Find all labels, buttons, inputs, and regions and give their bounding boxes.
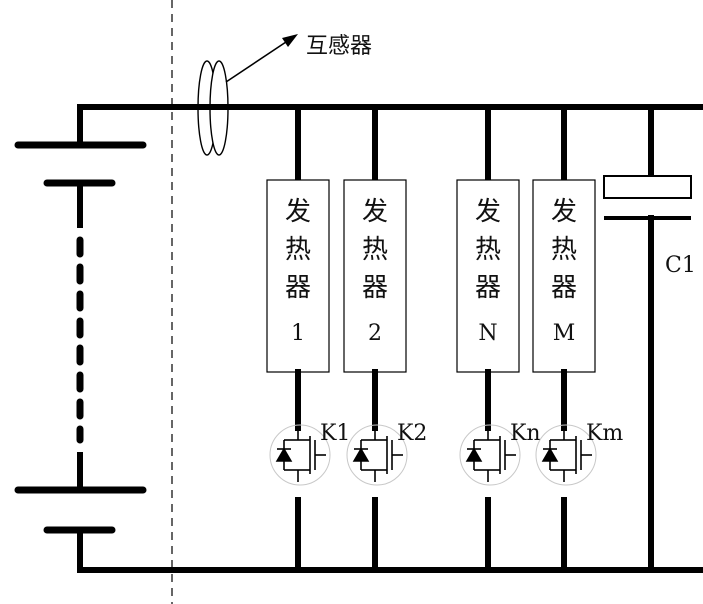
capacitor-c1: C1 — [603, 104, 696, 573]
heater-number: 2 — [368, 321, 382, 346]
heater-box — [456, 179, 520, 373]
switch-label: Km — [586, 421, 623, 446]
body-diode — [541, 447, 559, 462]
heater-label-char: 热 — [285, 235, 311, 265]
heater-label-char: 发 — [551, 197, 577, 227]
body-diode — [465, 447, 483, 462]
heater-label-char: 发 — [475, 197, 501, 227]
mosfet-switch — [346, 424, 408, 486]
mosfet-outline — [346, 424, 408, 486]
mosfet-outline — [459, 424, 521, 486]
heater-box — [343, 179, 407, 373]
heater-label-char: 热 — [551, 235, 577, 265]
heater-branch-2: 发热器 2K2 — [343, 104, 427, 573]
heater-number: M — [553, 321, 576, 346]
heater-number: N — [478, 321, 497, 346]
body-diode — [275, 447, 293, 462]
ct-pointer-arrow — [225, 37, 293, 83]
heater-label-char: 热 — [475, 235, 501, 265]
mosfet-switch — [459, 424, 521, 486]
mosfet-outline — [269, 424, 331, 486]
capacitor-plate-top — [603, 175, 692, 199]
heater-box — [532, 179, 596, 373]
mosfet-switch — [535, 424, 597, 486]
mosfet-outline — [535, 424, 597, 486]
body-diode — [352, 447, 370, 462]
heater-label-char: 器 — [551, 273, 577, 303]
heater-label-char: 器 — [362, 273, 388, 303]
heater-box — [266, 179, 330, 373]
switch-label: Kn — [510, 421, 541, 446]
capacitor-label: C1 — [665, 253, 696, 278]
heater-branch-1: 发热器 1K1 — [266, 104, 350, 573]
switch-label: K2 — [397, 421, 427, 446]
heater-label-char: 发 — [285, 197, 311, 227]
ct-arrowhead — [282, 34, 298, 47]
heater-label-char: 热 — [362, 235, 388, 265]
battery-pack — [14, 104, 147, 573]
current-transformer: 互感器 — [197, 34, 372, 156]
mosfet-switch — [269, 424, 331, 486]
heater-label-char: 器 — [475, 273, 501, 303]
ct-label: 互感器 — [306, 34, 372, 59]
switch-label: K1 — [320, 421, 350, 446]
heater-label-char: 发 — [362, 197, 388, 227]
heater-label-char: 器 — [285, 273, 311, 303]
heater-number: 1 — [291, 321, 305, 346]
